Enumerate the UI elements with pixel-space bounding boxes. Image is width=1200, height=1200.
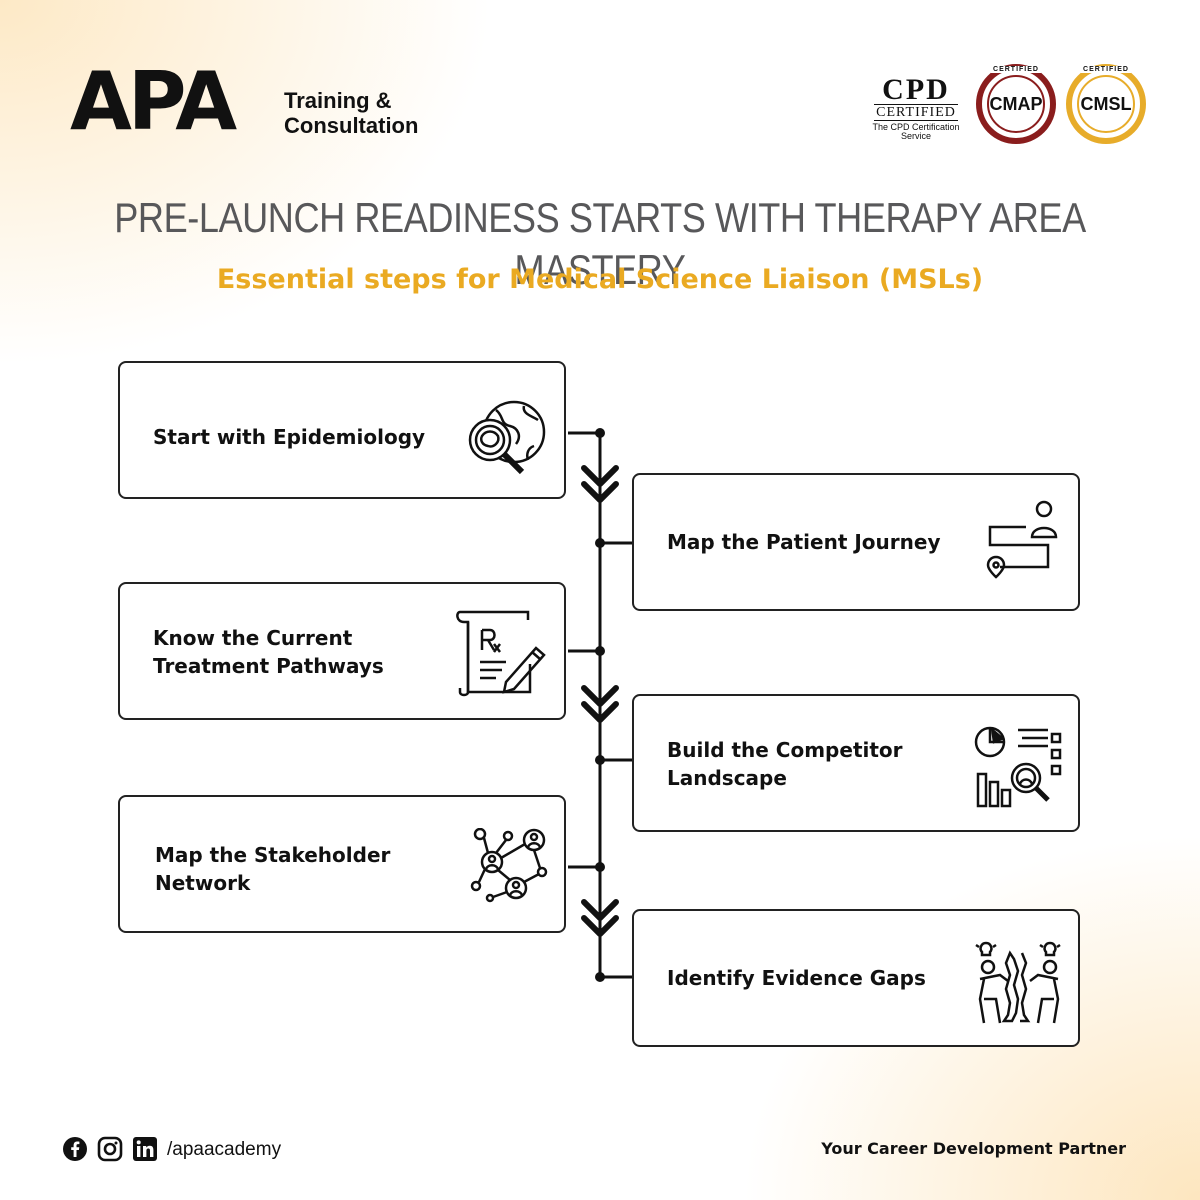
chevron-down-icon [581,899,619,937]
social-links [62,1136,158,1162]
step-card-stakeholder-network: Map the Stakeholder Network [118,795,566,933]
instagram-icon[interactable] [97,1136,123,1162]
apa-logo: APA [70,55,237,148]
step-card-epidemiology: Start with Epidemiology [118,361,566,499]
step-label-line2: Treatment Pathways [153,654,384,678]
step-label: Build the Competitor Landscape [667,736,903,792]
cmsl-badge: CERTIFIED CMSL [1066,64,1146,144]
cpd-badge-certified: CERTIFIED [874,103,958,121]
step-card-treatment-pathways: Know the Current Treatment Pathways [118,582,566,720]
step-label: Map the Patient Journey [667,528,941,556]
step-card-evidence-gaps: Identify Evidence Gaps [632,909,1080,1047]
cpd-certified-badge: CPD CERTIFIED The CPD Certification Serv… [866,70,966,146]
step-label-line1: Map the Patient Journey [667,530,941,554]
cpd-badge-name: CPD [882,72,950,106]
analytics-icon [974,726,1062,808]
connector-dot [595,538,605,548]
evidence-gap-icon [975,941,1061,1024]
cmap-badge-ring: CERTIFIED [991,66,1041,73]
cmap-badge-name: CMAP [987,75,1045,133]
chevron-down-icon [581,465,619,503]
cpd-badge-service: The CPD Certification Service [872,121,960,141]
step-label-line1: Build the Competitor [667,738,903,762]
cmsl-badge-name: CMSL [1077,75,1135,133]
connector-dot [595,428,605,438]
prescription-icon [456,610,546,697]
globe-magnifier-icon [468,400,546,475]
connector-dot [595,755,605,765]
step-card-patient-journey: Map the Patient Journey [632,473,1080,611]
patient-journey-icon [986,500,1058,579]
logo-subtitle: Training & Consultation [284,88,418,138]
network-icon [470,828,548,903]
linkedin-icon[interactable] [132,1136,158,1162]
social-handle[interactable]: /apaacademy [167,1139,282,1160]
step-label-line1: Map the Stakeholder [155,843,391,867]
step-label: Start with Epidemiology [153,423,425,451]
cmap-badge: CERTIFIED CMAP [976,64,1056,144]
connector-dot [595,972,605,982]
tagline: Your Career Development Partner [821,1139,1126,1158]
connector-dot [595,862,605,872]
logo-subtitle-line1: Training & [284,88,392,113]
step-label-line1: Identify Evidence Gaps [667,966,926,990]
connector-dot [595,646,605,656]
step-label-line1: Start with Epidemiology [153,425,426,449]
facebook-icon[interactable] [62,1136,88,1162]
chevron-down-icon [581,685,619,723]
step-label: Know the Current Treatment Pathways [153,624,384,680]
page-title: PRE-LAUNCH READINESS STARTS WITH THERAPY… [114,194,1086,293]
logo-subtitle-line2: Consultation [284,113,419,138]
cmsl-badge-ring: CERTIFIED [1081,66,1131,73]
step-label: Map the Stakeholder Network [155,841,390,897]
step-label-line2: Landscape [667,766,787,790]
step-label: Identify Evidence Gaps [667,964,926,992]
step-label-line1: Know the Current [153,626,353,650]
page-subtitle: Essential steps for Medical Science Liai… [216,264,984,295]
step-label-line2: Network [155,871,251,895]
step-card-competitor-landscape: Build the Competitor Landscape [632,694,1080,832]
